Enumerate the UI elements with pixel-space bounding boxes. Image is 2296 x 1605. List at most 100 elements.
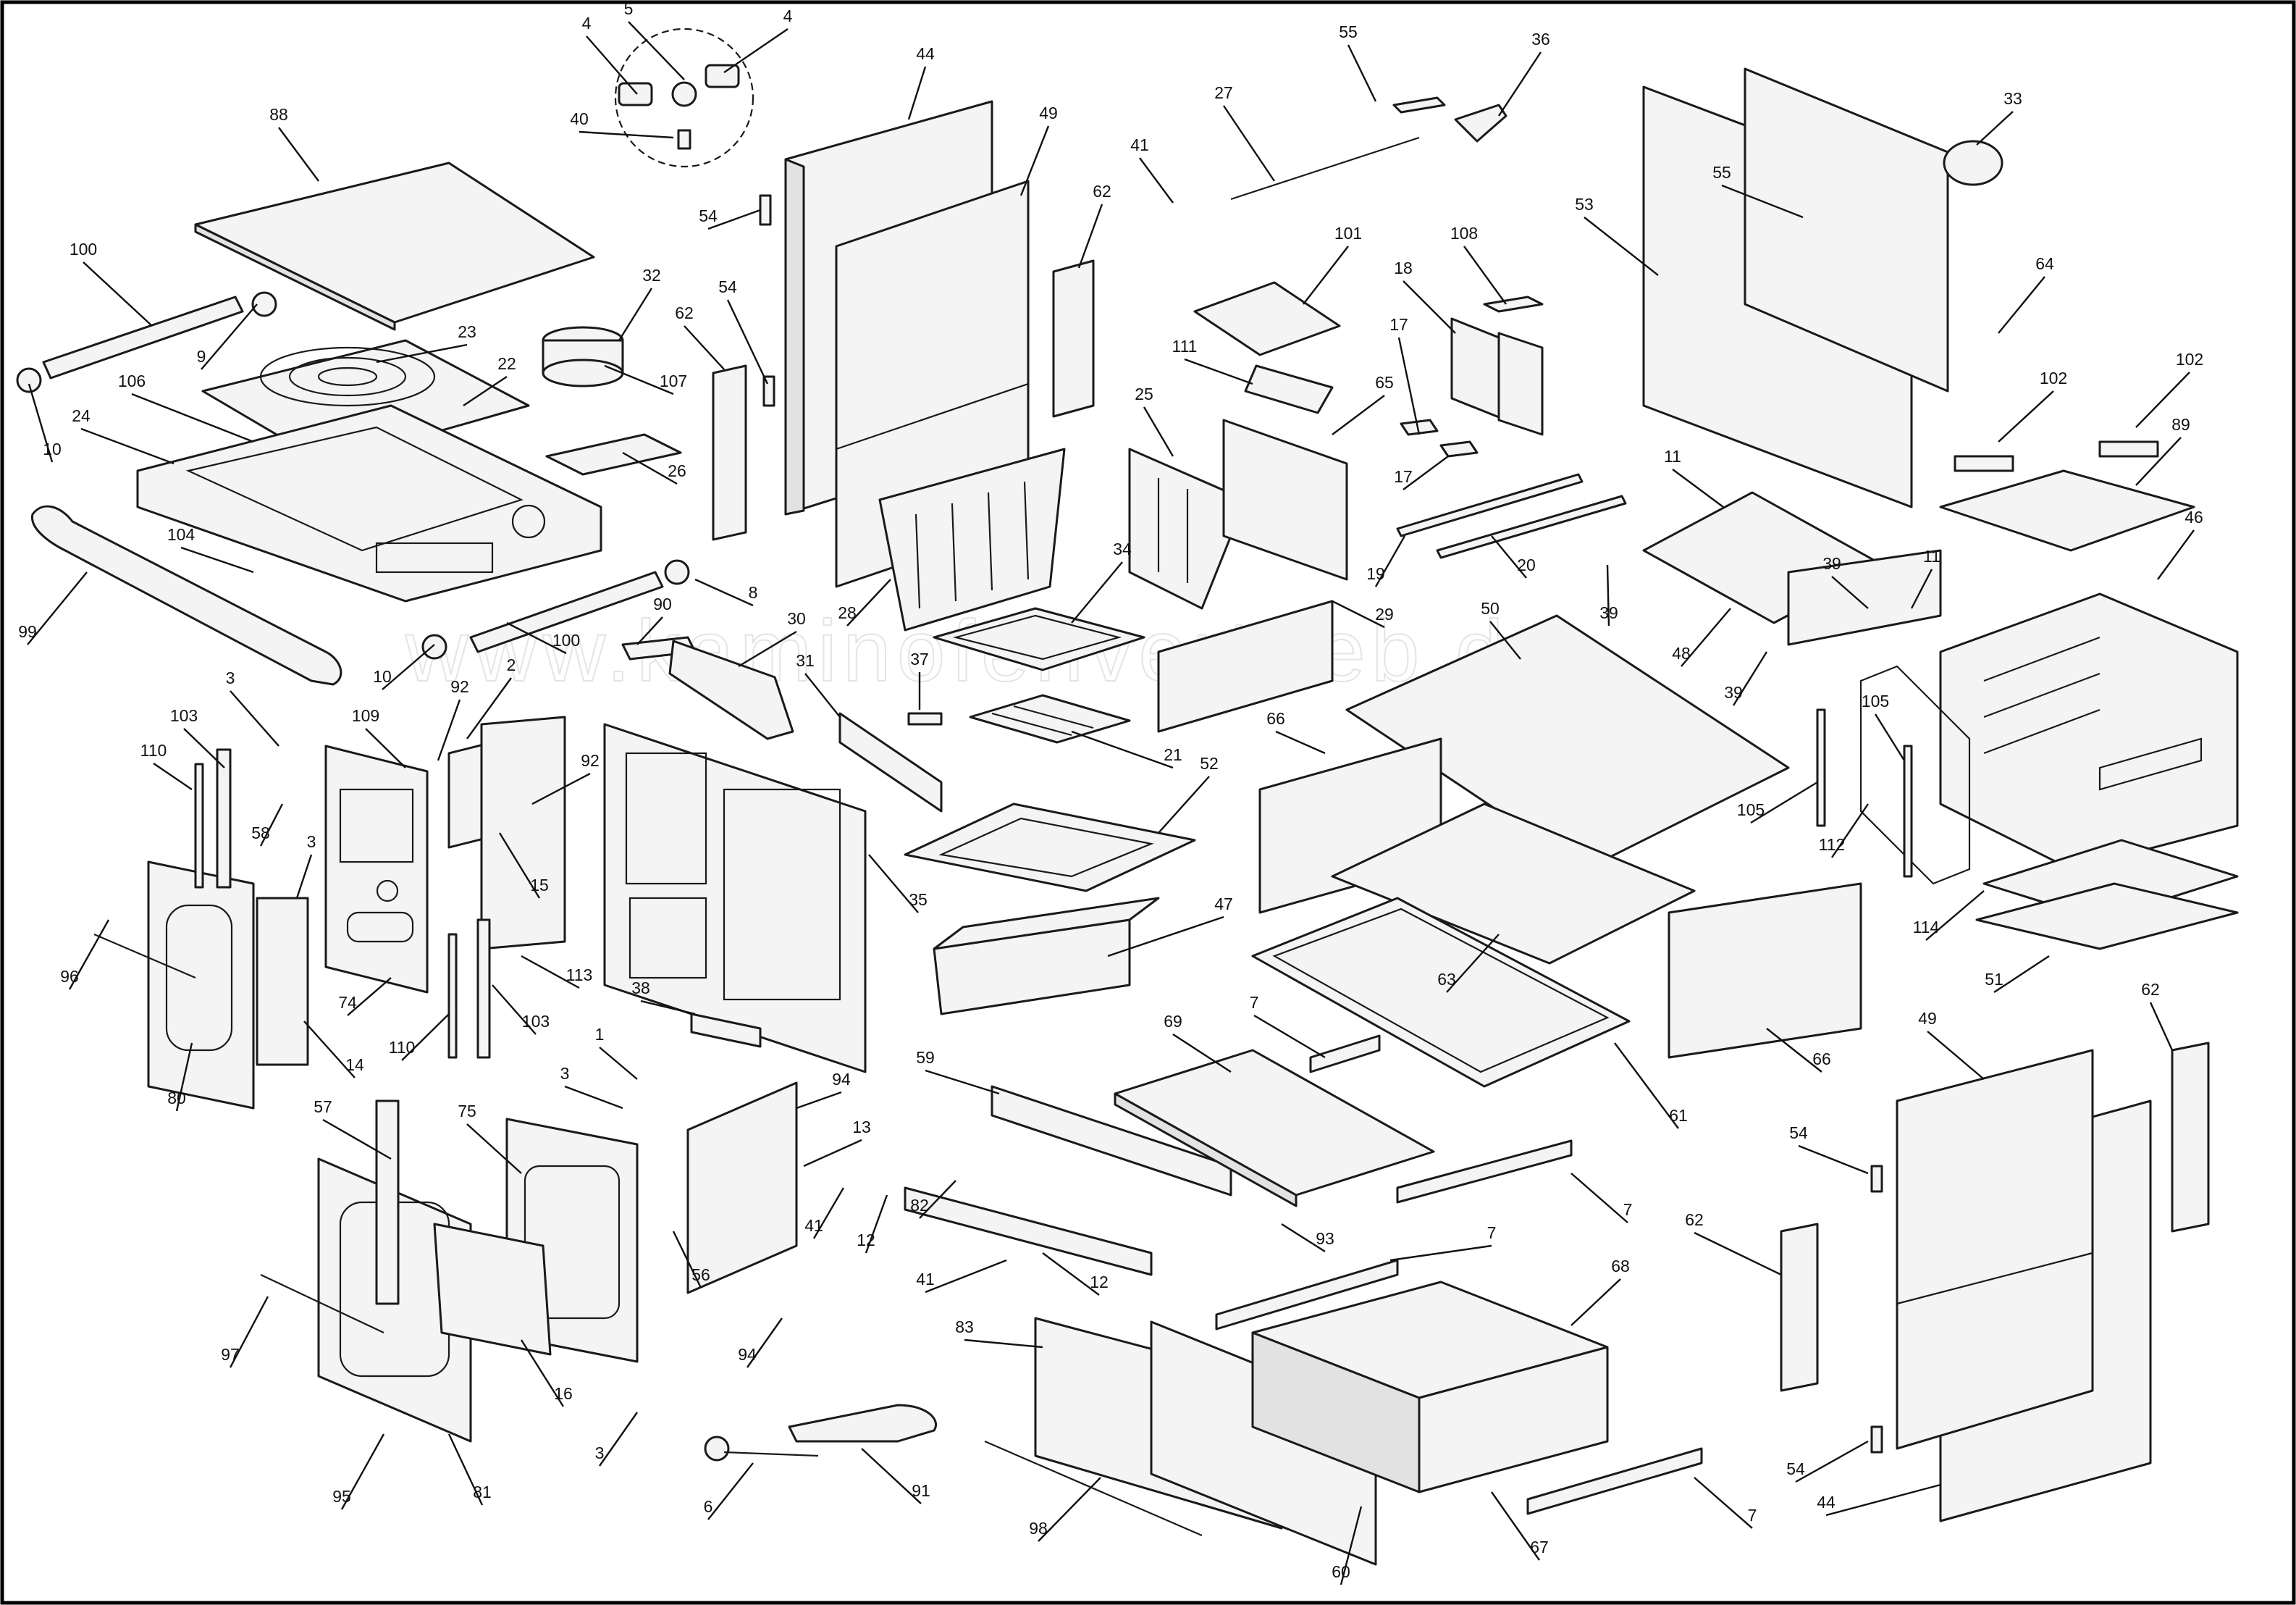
part-46-convection-box	[1939, 592, 2239, 871]
callout-label: 17	[1389, 315, 1408, 334]
leader-line	[1463, 246, 1507, 305]
callout-51: 51	[1985, 955, 2050, 994]
callout-23: 23	[376, 322, 476, 364]
callout-label: 113	[566, 965, 593, 984]
callout-98: 98	[1029, 1477, 1101, 1542]
leader-line	[521, 955, 580, 989]
part-29-baffle	[1157, 600, 1334, 733]
callout-61: 61	[1614, 1042, 1688, 1129]
callout-26: 26	[622, 451, 686, 485]
callout-label: 100	[552, 631, 580, 650]
callout-label: 92	[450, 677, 469, 696]
callout-68: 68	[1570, 1257, 1630, 1326]
callout-7: 7	[1389, 1223, 1496, 1262]
callout-label: 38	[631, 978, 650, 997]
callout-label: 74	[338, 993, 357, 1012]
part-25-grate-side	[1128, 448, 1247, 610]
leader-line	[868, 854, 919, 913]
leader-line	[1019, 125, 1050, 196]
callout-label: 24	[72, 406, 91, 425]
leader-line	[636, 616, 663, 645]
callout-59: 59	[916, 1048, 1000, 1095]
callout-label: 22	[497, 354, 516, 373]
leader-line	[1332, 600, 1385, 629]
leader-line	[672, 1231, 702, 1288]
leader-line	[599, 1047, 638, 1080]
leader-line	[628, 21, 685, 80]
part-59-82-bars	[904, 1085, 1232, 1276]
callout-label: 35	[909, 890, 928, 909]
leader-line	[861, 1448, 922, 1504]
leader-line	[180, 546, 254, 574]
leader-line	[1927, 1031, 1985, 1080]
callout-label: 90	[653, 595, 672, 613]
callout-7: 7	[1570, 1173, 1632, 1223]
callout-label: 41	[804, 1216, 823, 1235]
leader-line	[1570, 1173, 1628, 1223]
callout-41: 41	[1130, 135, 1174, 204]
callout-88: 88	[269, 105, 319, 182]
part-100-rod-upper	[42, 296, 244, 380]
part-55-36-top	[1392, 96, 1507, 143]
leader-line	[201, 303, 258, 370]
leader-line	[1042, 1252, 1100, 1296]
leader-line	[726, 299, 769, 385]
callout-label: 60	[1332, 1562, 1350, 1581]
leader-line	[1497, 51, 1542, 117]
leader-line	[1223, 105, 1275, 182]
leader-line	[604, 364, 674, 395]
callout-110: 110	[389, 1013, 450, 1061]
callout-label: 106	[118, 372, 146, 390]
leader-line	[907, 66, 927, 120]
callout-label: 25	[1135, 385, 1153, 403]
callout-label: 17	[1394, 467, 1413, 486]
leader-line	[1332, 395, 1385, 435]
leader-line	[1732, 651, 1768, 706]
leader-line	[1038, 1477, 1101, 1542]
leader-line	[1491, 535, 1527, 579]
callout-label: 88	[269, 105, 288, 124]
part-15-113-glass	[447, 716, 566, 950]
leader-line	[28, 383, 54, 463]
leader-line	[579, 130, 674, 139]
callout-label: 95	[332, 1487, 351, 1506]
callout-20: 20	[1491, 535, 1536, 579]
part-35-front-frame	[603, 723, 867, 1073]
part-27-rod	[1230, 136, 1420, 201]
part-34-ash-tray	[933, 607, 1145, 671]
callout-label: 102	[2040, 369, 2067, 387]
leader-line	[347, 977, 392, 1016]
callout-label: 89	[2171, 415, 2190, 434]
callout-label: 62	[1093, 182, 1111, 201]
callout-38: 38	[631, 978, 696, 1015]
leader-line	[1139, 157, 1174, 204]
callout-5: 5	[624, 0, 685, 80]
leader-line	[1606, 564, 1610, 627]
callout-13: 13	[803, 1118, 871, 1168]
callout-label: 91	[912, 1481, 930, 1500]
leader-line	[622, 451, 678, 485]
leader-line	[796, 1091, 842, 1110]
callout-label: 11	[1664, 447, 1681, 466]
callout-93: 93	[1281, 1223, 1334, 1253]
callout-74: 74	[338, 977, 392, 1016]
callout-25: 25	[1135, 385, 1174, 457]
callout-label: 3	[595, 1443, 605, 1462]
leader-line	[1184, 358, 1253, 385]
leader-line	[466, 677, 512, 739]
leader-line	[1584, 217, 1659, 276]
leader-line	[1374, 535, 1406, 587]
callout-label: 54	[718, 277, 737, 296]
part-65-111-plate	[1222, 364, 1348, 581]
callout-9: 9	[197, 303, 258, 370]
callout-label: 109	[352, 706, 379, 725]
leader-line	[447, 1433, 484, 1506]
callout-31: 31	[796, 651, 841, 718]
callout-48: 48	[1672, 608, 1731, 667]
callout-34: 34	[1071, 540, 1132, 624]
callout-114: 114	[1913, 890, 1985, 941]
callout-58: 58	[251, 803, 284, 847]
callout-66: 66	[1266, 709, 1326, 755]
part-114-51-trays	[1975, 839, 2239, 950]
